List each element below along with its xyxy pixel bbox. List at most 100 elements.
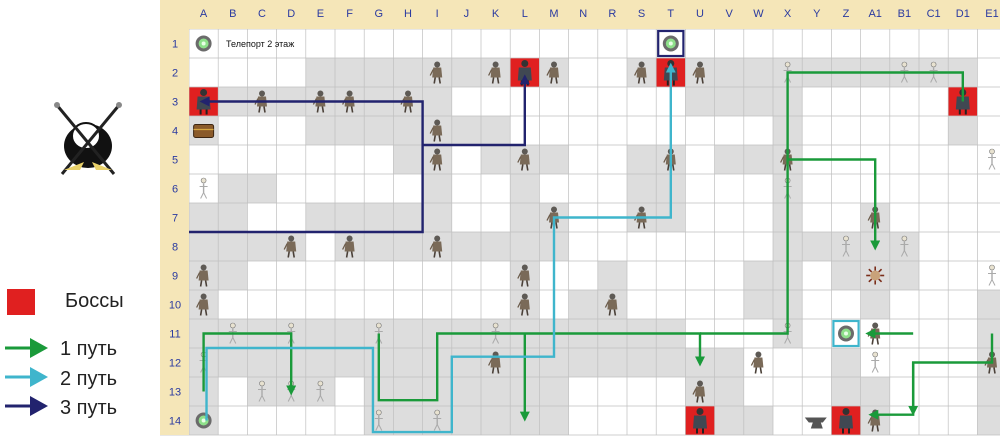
path3-segment <box>189 96 424 234</box>
treasure-chest-icon <box>193 124 215 138</box>
skeleton-icon <box>374 409 383 431</box>
boss-icon <box>955 89 970 115</box>
floor-cell <box>743 261 773 290</box>
zombie-icon <box>429 119 443 142</box>
floor-cell <box>743 145 773 174</box>
floor-cell <box>218 261 248 290</box>
floor-cell <box>422 174 452 203</box>
floor-cell <box>189 232 219 261</box>
column-header-E: E <box>317 8 324 20</box>
floor-cell <box>393 406 423 435</box>
floor-cell <box>393 348 423 377</box>
legend-label-path3: 3 путь <box>60 397 118 419</box>
legend-svg <box>5 102 122 416</box>
floor-cell <box>218 348 248 377</box>
legend-panel: Боссы 1 путь 2 путь 3 путь <box>0 0 160 437</box>
skeleton-icon <box>900 235 909 257</box>
floor-cell <box>627 348 657 377</box>
floor-cell <box>422 87 452 116</box>
path1-segment <box>787 158 881 251</box>
zombie-icon <box>429 61 443 84</box>
column-header-K: K <box>492 8 500 20</box>
floor-cell <box>714 145 744 174</box>
floor-cell <box>393 116 423 145</box>
column-header-L: L <box>522 8 528 20</box>
skeleton-icon <box>199 177 208 199</box>
column-header-E1: E1 <box>985 8 998 20</box>
teleport-portal-icon <box>662 35 679 52</box>
column-header-C1: C1 <box>927 8 941 20</box>
floor-cell <box>568 348 598 377</box>
floor-cell <box>743 290 773 319</box>
floor-cell <box>305 116 335 145</box>
column-header-V: V <box>726 8 734 20</box>
row-header-7: 7 <box>172 213 178 225</box>
zombie-icon <box>429 235 443 258</box>
floor-cell <box>743 87 773 116</box>
teleport-portal-icon <box>195 35 212 52</box>
skeleton-icon <box>842 235 850 257</box>
zombie-icon <box>283 235 297 258</box>
column-header-A: A <box>200 8 208 20</box>
floor-cell <box>510 203 540 232</box>
zombie-icon <box>517 148 530 171</box>
boss-icon <box>693 408 707 434</box>
path1-segment <box>377 332 705 402</box>
legend-arrow-head-3 <box>30 396 48 416</box>
floor-cell <box>481 116 511 145</box>
zombie-icon <box>429 148 443 171</box>
path1-segment <box>700 71 964 335</box>
floor-cell <box>977 319 1000 348</box>
floor-cell <box>364 203 394 232</box>
floor-cell <box>247 174 277 203</box>
floor-cell <box>714 87 744 116</box>
floor-cell <box>364 116 394 145</box>
crossed-swords-emblem-icon <box>54 102 122 175</box>
boss-icon <box>839 408 853 434</box>
row-header-5: 5 <box>172 155 178 167</box>
zombie-icon <box>546 61 559 84</box>
floor-cell <box>364 58 394 87</box>
floor-cell <box>422 203 452 232</box>
row-header-13: 13 <box>169 387 181 399</box>
zombie-icon <box>750 351 764 374</box>
legend-label-bosses: Боссы <box>65 290 124 312</box>
floor-cell <box>510 232 540 261</box>
floor-cell <box>451 406 481 435</box>
zombie-icon <box>692 61 705 84</box>
floor-cell <box>685 87 715 116</box>
column-header-M: M <box>549 8 558 20</box>
row-header-10: 10 <box>169 300 181 312</box>
zombie-icon <box>312 90 326 113</box>
floor-cell <box>597 261 627 290</box>
row-header-3: 3 <box>172 97 178 109</box>
floor-cell <box>393 58 423 87</box>
floor-cell <box>218 174 248 203</box>
legend-boss-swatch <box>7 289 35 315</box>
floor-cell <box>451 232 481 261</box>
legend-label-path2: 2 путь <box>60 368 118 390</box>
row-header-4: 4 <box>172 126 178 138</box>
floor-cell <box>481 406 511 435</box>
row-header-14: 14 <box>169 416 181 428</box>
column-header-W: W <box>753 8 764 20</box>
floor-cell <box>481 232 511 261</box>
floor-cell <box>860 377 890 406</box>
zombie-icon <box>342 235 355 258</box>
column-header-Y: Y <box>813 8 821 20</box>
zombie-icon <box>342 90 355 113</box>
column-header-A1: A1 <box>868 8 881 20</box>
floor-cell <box>714 58 744 87</box>
floor-cell <box>247 232 277 261</box>
floor-cell <box>335 203 365 232</box>
floor-cell <box>831 348 861 377</box>
floor-cell <box>539 406 569 435</box>
floor-cell <box>597 348 627 377</box>
floor-cell <box>305 203 335 232</box>
column-header-B: B <box>229 8 236 20</box>
floor-cell <box>393 203 423 232</box>
floor-cell <box>831 261 861 290</box>
column-header-bar <box>160 0 1000 29</box>
path1-segment <box>202 332 297 396</box>
